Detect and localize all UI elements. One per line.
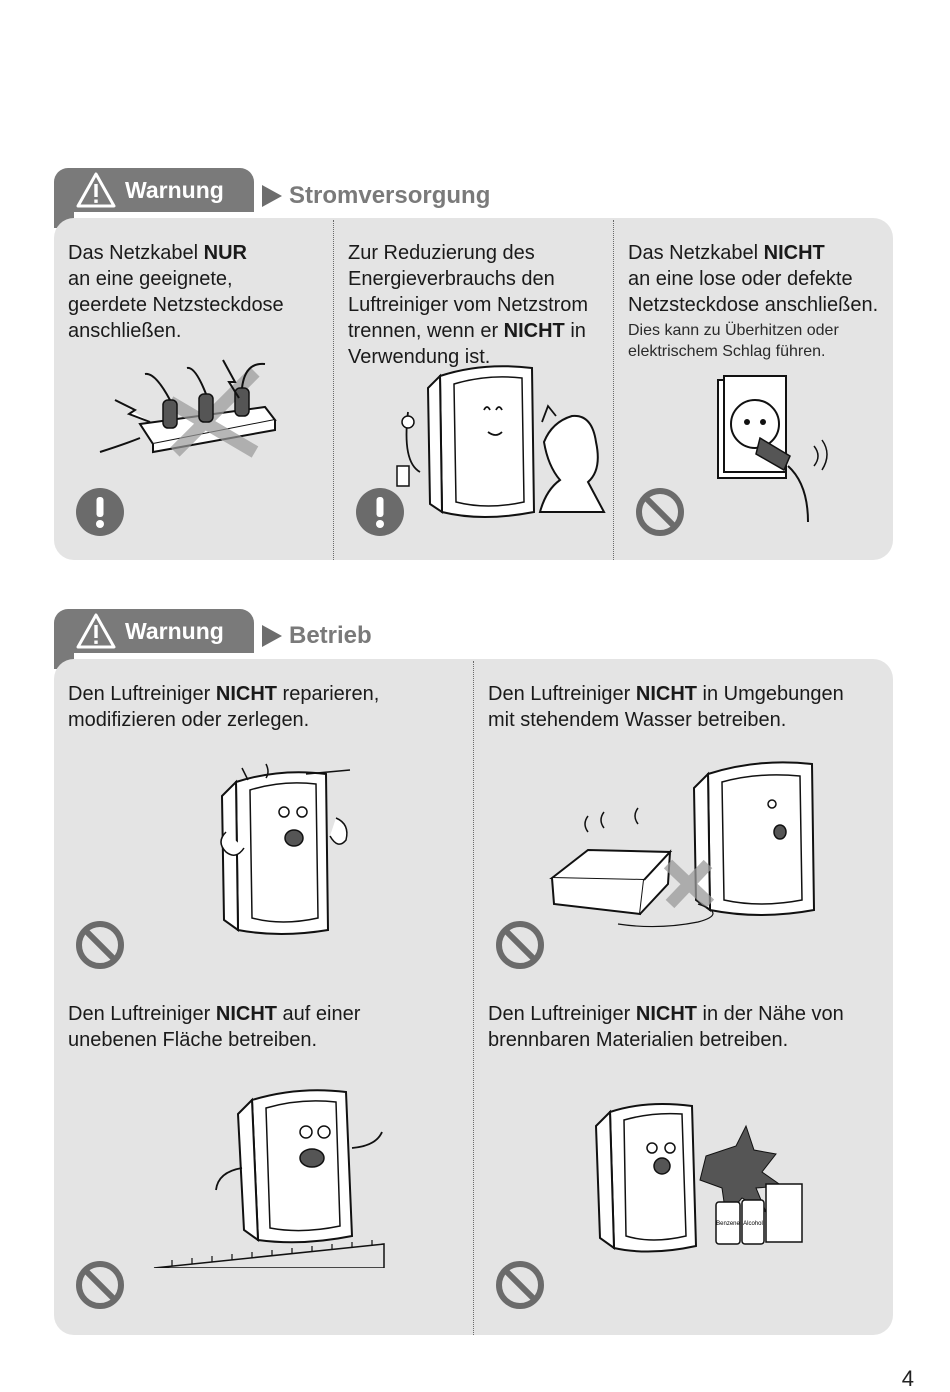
power-strip-illustration: [99, 359, 277, 458]
section-title-text: Stromversorgung: [289, 182, 491, 209]
warning-triangle-icon: [76, 613, 116, 649]
mandatory-icon: [76, 488, 124, 536]
bottle-label-benzene: Benzene: [716, 1221, 740, 1227]
instruction-text: Den Luftreiniger NICHT auf einer unebene…: [68, 1003, 361, 1051]
prohibited-icon: [76, 921, 124, 969]
warning-label: Warnung: [125, 617, 224, 644]
column-divider: [473, 661, 474, 1335]
water-purifier-illustration: [549, 761, 816, 928]
instruction-text: Den Luftreiniger NICHT in der Nähe von b…: [488, 1003, 844, 1051]
page-number: 4: [901, 1366, 914, 1391]
column-divider: [613, 220, 614, 560]
arrow-right-icon: [262, 625, 282, 647]
prohibited-icon: [496, 921, 544, 969]
warning-triangle-icon: [76, 172, 116, 208]
instruction-text: Das Netzkabel NICHT an eine lose oder de…: [628, 242, 879, 316]
warning-label: Warnung: [125, 176, 224, 203]
prohibited-icon: [496, 1261, 544, 1309]
disassemble-purifier-illustration: [220, 763, 351, 935]
instruction-text: Den Luftreiniger NICHT reparieren, modif…: [68, 683, 380, 731]
instruction-text: Das Netzkabel NUR an eine geeignete, gee…: [68, 242, 284, 342]
mandatory-icon: [356, 488, 404, 536]
warning-tab: Warnung: [54, 168, 254, 212]
prohibited-icon: [76, 1261, 124, 1309]
warning-tab: Warnung: [54, 609, 254, 653]
bottle-label-alcohol: Alcohol: [743, 1221, 763, 1227]
instruction-note: Dies kann zu Überhitzen oder elektrische…: [628, 322, 839, 360]
column-divider: [333, 220, 334, 560]
loose-socket-illustration: [717, 375, 828, 523]
flammable-materials-illustration: Benzene Alcohol: [594, 1103, 803, 1253]
unplug-purifier-illustration: [396, 365, 606, 518]
arrow-right-icon: [262, 185, 282, 207]
instruction-text: Zur Reduzierung des Energieverbrauchs de…: [348, 242, 589, 368]
section-title: Stromversorgung: [262, 181, 490, 211]
uneven-surface-illustration: [153, 1089, 385, 1268]
instruction-text: Den Luftreiniger NICHT in Umgebungen mit…: [488, 683, 844, 731]
prohibited-icon: [636, 488, 684, 536]
section-title: Betrieb: [262, 621, 372, 651]
section-title-text: Betrieb: [289, 622, 372, 649]
